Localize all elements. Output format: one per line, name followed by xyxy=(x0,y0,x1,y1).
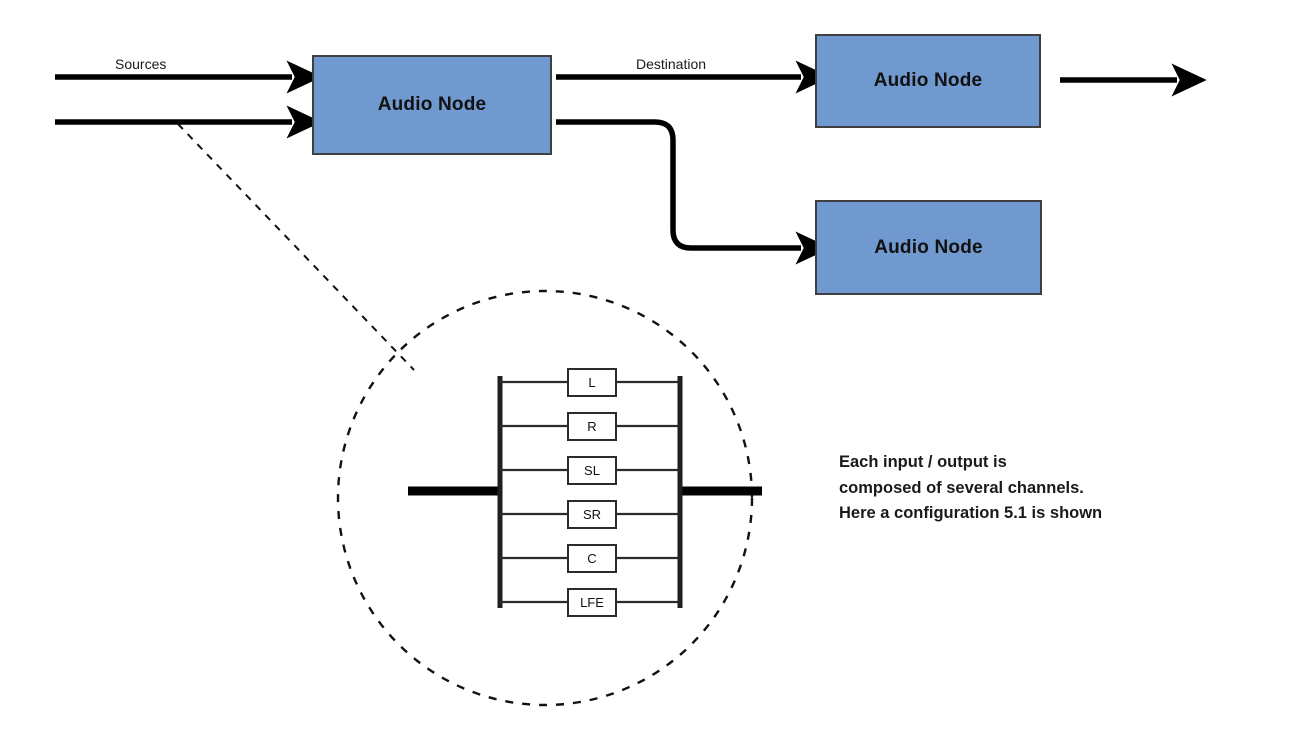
audio-node-destination-bottom[interactable]: Audio Node xyxy=(815,200,1042,295)
channel-box-r[interactable]: R xyxy=(567,412,617,441)
branch-elbow-arrow xyxy=(556,119,831,265)
channel-box-sl[interactable]: SL xyxy=(567,456,617,485)
channel-label-sl: SL xyxy=(584,463,600,478)
channel-box-l[interactable]: L xyxy=(567,368,617,397)
channel-label-l: L xyxy=(588,375,596,390)
audio-node-destination-bottom-label: Audio Node xyxy=(874,236,983,258)
callout-leader-line xyxy=(177,123,415,371)
sources-label: Sources xyxy=(115,56,167,72)
channel-box-c[interactable]: C xyxy=(567,544,617,573)
channel-label-sr: SR xyxy=(582,507,602,522)
audio-node-destination-top[interactable]: Audio Node xyxy=(815,34,1041,128)
magnifier-circle xyxy=(336,289,754,707)
audio-node-source-label: Audio Node xyxy=(377,94,487,115)
channel-explainer-text: Each input / output is composed of sever… xyxy=(839,453,1103,523)
channel-label-lfe: LFE xyxy=(580,595,604,610)
channel-box-lfe[interactable]: LFE xyxy=(567,588,617,617)
channel-label-r: R xyxy=(587,419,597,434)
channel-box-sr[interactable]: SR xyxy=(567,500,617,529)
channel-label-c: C xyxy=(587,551,597,566)
destination-label: Destination xyxy=(636,56,707,72)
audio-node-source[interactable]: Audio Node xyxy=(312,55,552,155)
audio-node-destination-top-label: Audio Node xyxy=(873,70,983,91)
